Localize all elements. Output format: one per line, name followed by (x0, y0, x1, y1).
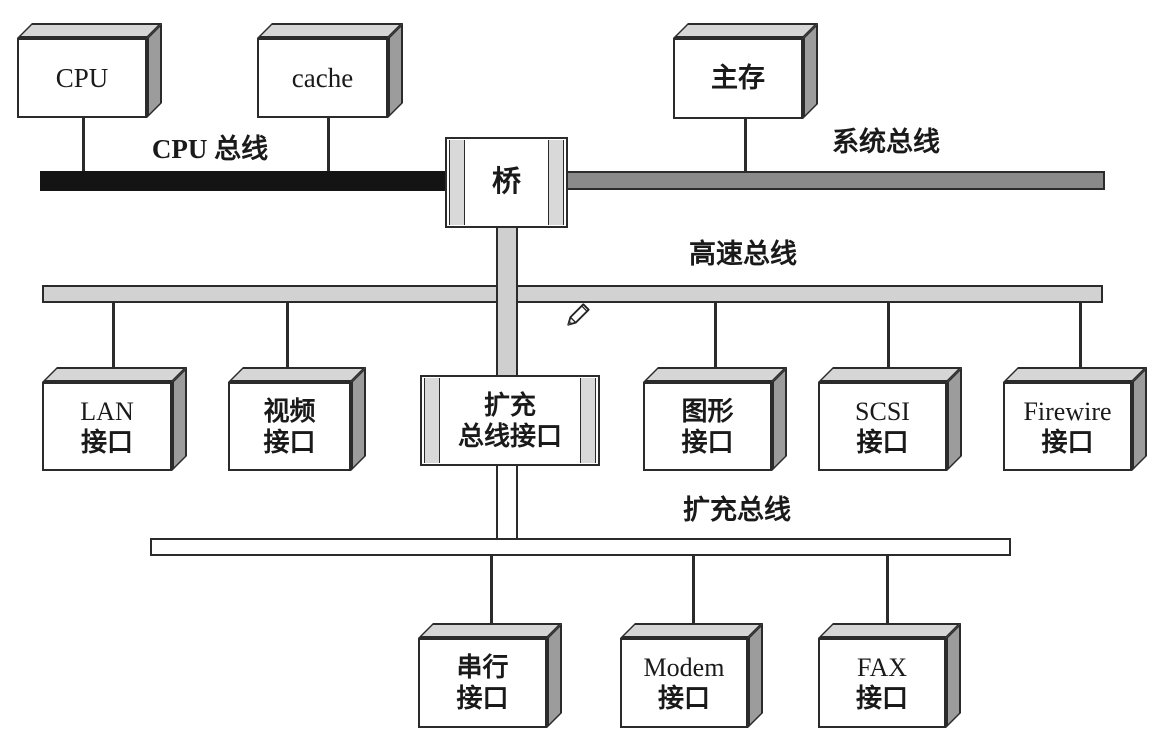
interface-to-expansion-trunk (496, 464, 518, 538)
box-top-face (620, 623, 763, 638)
cpu-bus (40, 171, 450, 191)
box-right-face (147, 23, 162, 118)
node-cpu: CPU (17, 23, 162, 118)
node-serial-label-line2: 接口 (456, 684, 509, 713)
node-firewire-interface: Firewire 接口 (1003, 367, 1147, 471)
bridge-to-highspeed-trunk (496, 226, 518, 378)
node-modem-interface: Modem 接口 (620, 623, 763, 728)
node-cache: cache (257, 23, 403, 118)
system-bus (558, 171, 1105, 190)
node-lan-label-line1: LAN (80, 396, 134, 426)
node-modem-face: Modem 接口 (620, 638, 748, 728)
node-serial-interface: 串行 接口 (418, 623, 562, 728)
node-firewire-label-line2: 接口 (1041, 427, 1094, 457)
box-right-face (946, 623, 961, 728)
node-fax-label-line1: FAX (856, 653, 908, 682)
node-cache-face: cache (257, 38, 388, 118)
fax-connector-line (886, 552, 889, 644)
firewire-connector-line (1079, 295, 1082, 390)
serial-connector-line (490, 552, 493, 644)
expansion-bus (150, 538, 1011, 556)
box-right-face (1132, 367, 1147, 471)
box-top-face (643, 367, 787, 382)
bridge-right-stripe (548, 140, 564, 225)
expansion-interface-left-stripe (424, 378, 440, 463)
box-top-face (17, 23, 162, 38)
box-top-face (1003, 367, 1147, 382)
node-fax-face: FAX 接口 (818, 638, 946, 728)
box-right-face (947, 367, 962, 471)
node-video-face: 视频 接口 (228, 382, 351, 471)
node-lan-label-line2: 接口 (80, 427, 133, 457)
scsi-connector-line (887, 295, 890, 390)
node-firewire-label-line1: Firewire (1023, 396, 1112, 426)
node-lan-face: LAN 接口 (42, 382, 172, 471)
system-bus-label: 系统总线 (832, 127, 940, 157)
lan-connector-line (112, 295, 115, 390)
node-main-memory-face: 主存 (673, 38, 803, 119)
box-right-face (388, 23, 403, 118)
cache-connector-line (327, 117, 330, 173)
node-scsi-interface: SCSI 接口 (818, 367, 962, 471)
box-top-face (673, 23, 818, 38)
node-expansion-interface-label-line2: 总线接口 (457, 421, 562, 451)
node-scsi-face: SCSI 接口 (818, 382, 947, 471)
cpu-bus-label: CPU 总线 (151, 134, 269, 164)
node-scsi-label-line1: SCSI (855, 396, 910, 426)
node-video-interface: 视频 接口 (228, 367, 366, 471)
box-right-face (748, 623, 763, 728)
cpu-connector-line (82, 117, 85, 173)
node-modem-label-line1: Modem (643, 653, 725, 682)
box-top-face (818, 367, 962, 382)
node-serial-face: 串行 接口 (418, 638, 547, 728)
box-top-face (42, 367, 187, 382)
box-right-face (772, 367, 787, 471)
node-cpu-face: CPU (17, 38, 147, 118)
modem-connector-line (692, 552, 695, 644)
node-graphics-interface: 图形 接口 (643, 367, 787, 471)
node-fax-interface: FAX 接口 (818, 623, 961, 728)
highspeed-bus (42, 285, 1103, 303)
graphics-connector-line (714, 295, 717, 390)
node-bridge-label: 桥 (491, 166, 521, 198)
node-lan-interface: LAN 接口 (42, 367, 187, 471)
box-right-face (547, 623, 562, 728)
node-expansion-interface-label-line1: 扩充 (483, 390, 536, 420)
expansion-bus-label: 扩充总线 (683, 495, 791, 525)
video-connector-line (286, 295, 289, 390)
node-graphics-label-line1: 图形 (681, 396, 734, 426)
expansion-interface-right-stripe (580, 378, 596, 463)
node-cpu-label: CPU (55, 62, 109, 93)
node-serial-label-line1: 串行 (456, 653, 509, 682)
pencil-cursor-icon (565, 300, 593, 333)
node-cache-label: cache (291, 62, 354, 93)
node-bridge: 桥 (445, 137, 568, 228)
bridge-left-stripe (449, 140, 465, 225)
main-memory-connector-line (744, 118, 747, 173)
node-video-label-line2: 接口 (263, 427, 316, 457)
box-right-face (172, 367, 187, 471)
box-top-face (418, 623, 562, 638)
node-firewire-face: Firewire 接口 (1003, 382, 1132, 471)
highspeed-bus-label: 高速总线 (689, 239, 797, 269)
box-top-face (818, 623, 961, 638)
node-graphics-label-line2: 接口 (681, 427, 734, 457)
node-scsi-label-line2: 接口 (856, 427, 909, 457)
node-fax-label-line2: 接口 (855, 684, 908, 713)
box-top-face (257, 23, 403, 38)
box-right-face (351, 367, 366, 471)
node-modem-label-line2: 接口 (657, 684, 710, 713)
node-video-label-line1: 视频 (263, 396, 316, 426)
node-main-memory: 主存 (673, 23, 818, 119)
node-graphics-face: 图形 接口 (643, 382, 772, 471)
node-main-memory-label: 主存 (711, 63, 765, 93)
node-expansion-bus-interface: 扩充 总线接口 (420, 375, 600, 466)
box-right-face (803, 23, 818, 119)
box-top-face (228, 367, 366, 382)
